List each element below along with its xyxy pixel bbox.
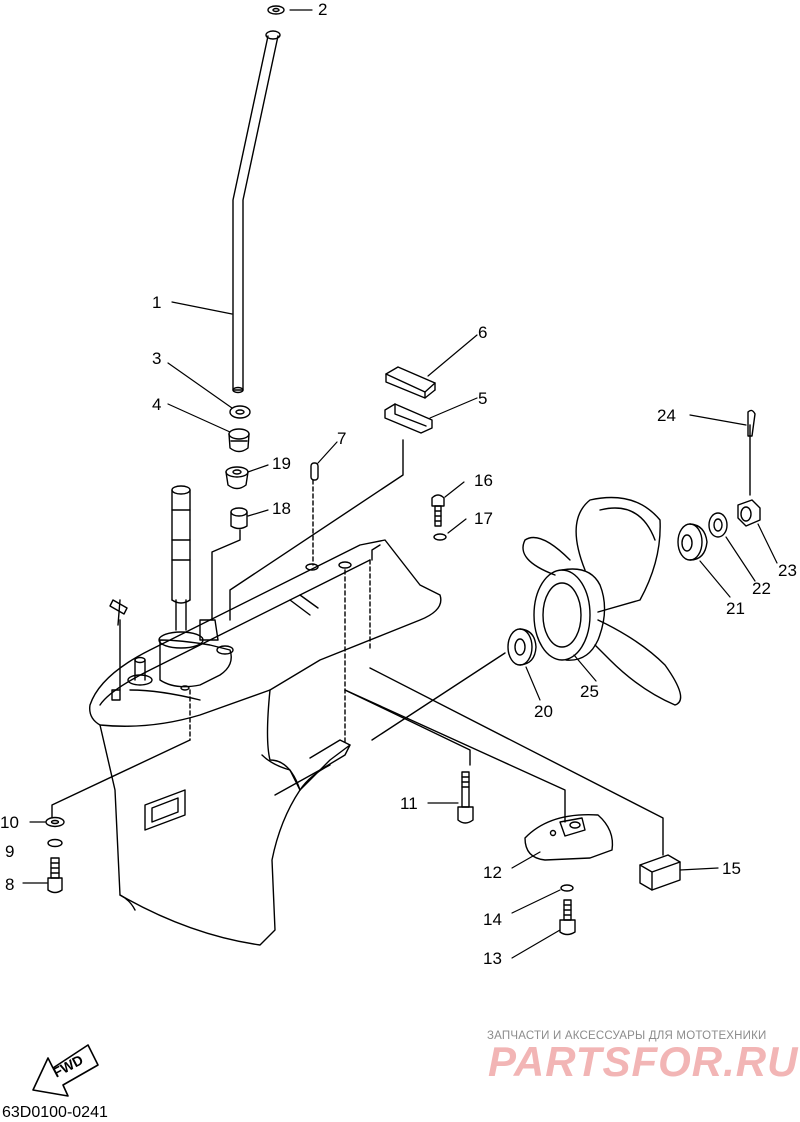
part-21-spacer xyxy=(677,523,708,561)
callout-25: 25 xyxy=(580,682,599,701)
part-10-washer xyxy=(45,816,65,828)
part-4-grommet xyxy=(228,428,250,453)
callout-2: 2 xyxy=(318,0,328,19)
callout-20: 20 xyxy=(534,702,553,721)
part-11-bolt xyxy=(457,771,474,824)
shift-linkage xyxy=(109,599,128,691)
callout-1: 1 xyxy=(152,293,162,312)
callout-19: 19 xyxy=(272,454,291,473)
part-19-bushing xyxy=(225,466,249,490)
part-8-bolt xyxy=(47,857,63,894)
diagram-part-number: 63D0100-0241 xyxy=(2,1104,108,1121)
callout-15: 15 xyxy=(722,859,741,878)
part-17-washer xyxy=(433,533,447,541)
callout-12: 12 xyxy=(483,863,502,882)
callout-leaders xyxy=(22,9,778,959)
callout-16: 16 xyxy=(474,471,493,490)
callout-13: 13 xyxy=(483,949,502,968)
part-3-seal xyxy=(229,405,251,419)
fwd-arrow-icon xyxy=(32,1044,99,1097)
callout-21: 21 xyxy=(726,599,745,618)
part-25-propeller xyxy=(522,496,682,706)
part-6-rubber-seal xyxy=(385,366,436,399)
part-1-water-tube xyxy=(232,30,281,394)
callout-7: 7 xyxy=(337,429,347,448)
part-23-castle-nut xyxy=(737,499,761,527)
watermark-logo: PARTSFOR.RU xyxy=(488,1038,799,1085)
part-13-bolt xyxy=(559,899,576,936)
driveshaft xyxy=(171,485,191,631)
callout-10: 10 xyxy=(0,813,19,832)
callout-4: 4 xyxy=(152,395,162,414)
callout-5: 5 xyxy=(478,389,488,408)
callout-3: 3 xyxy=(152,349,162,368)
part-14-washer xyxy=(560,884,574,892)
leader-lines xyxy=(51,424,751,856)
part-20-thrust-washer xyxy=(507,628,537,666)
lower-unit-gear-case xyxy=(89,539,442,946)
callout-23: 23 xyxy=(778,561,797,580)
part-12-trim-tab xyxy=(524,813,614,861)
part-16-bolt xyxy=(431,494,445,527)
callout-18: 18 xyxy=(272,499,291,518)
callout-6: 6 xyxy=(478,323,488,342)
part-7-dowel-pin xyxy=(310,462,319,481)
callout-9: 9 xyxy=(5,842,15,861)
callout-17: 17 xyxy=(474,509,493,528)
part-18-grommet xyxy=(230,507,248,530)
callout-14: 14 xyxy=(483,910,502,929)
callout-11: 11 xyxy=(400,794,418,813)
part-22-washer xyxy=(708,512,728,538)
part-9-washer xyxy=(47,838,63,848)
part-5-seal-bracket xyxy=(384,403,433,434)
assembly-lines xyxy=(189,479,371,746)
part-24-cotter-pin xyxy=(747,409,756,437)
part-2-grommet xyxy=(267,5,285,15)
callout-24: 24 xyxy=(657,406,676,425)
watermark-subtitle: ЗАПЧАСТИ И АКСЕССУАРЫ ДЛЯ МОТОТЕХНИКИ xyxy=(487,1030,767,1042)
callout-22: 22 xyxy=(752,579,771,598)
part-15-anode xyxy=(639,854,681,891)
callout-8: 8 xyxy=(5,875,15,894)
